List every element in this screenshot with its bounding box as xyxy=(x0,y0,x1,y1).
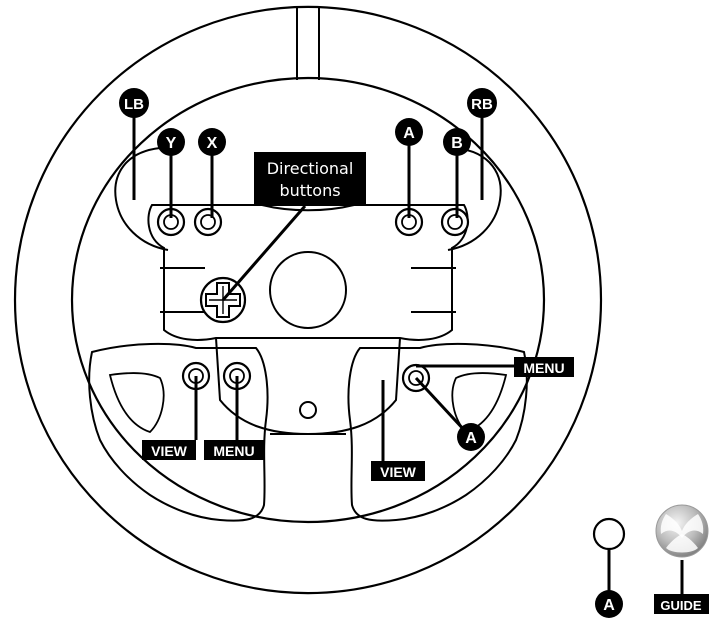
view-left-label: VIEW xyxy=(151,443,188,459)
base-a-button[interactable] xyxy=(592,517,626,551)
b-label: B xyxy=(451,135,463,152)
a-bottom-label: A xyxy=(603,597,615,614)
menu-right-label: MENU xyxy=(523,360,564,376)
lb-label: LB xyxy=(124,96,144,113)
top-center-marker xyxy=(296,8,320,80)
rb-label: RB xyxy=(471,96,493,113)
guide-label: GUIDE xyxy=(660,598,702,613)
left-grip-inner xyxy=(108,372,165,434)
hub-screw xyxy=(299,401,317,419)
menu-left-tag: MENU xyxy=(204,440,264,460)
a-right-label: A xyxy=(465,430,477,447)
a-right-badge: A xyxy=(457,423,485,451)
wheel-rim xyxy=(13,5,603,595)
a-top-badge: A xyxy=(395,118,423,146)
y-label: Y xyxy=(166,135,177,152)
rb-badge: RB xyxy=(467,88,497,118)
view-left-tag: VIEW xyxy=(142,440,196,460)
b-badge: B xyxy=(443,128,471,156)
lb-badge: LB xyxy=(119,88,149,118)
right-grip-inner xyxy=(451,372,508,434)
x-label: X xyxy=(207,135,218,152)
directional-label-line1: Directional xyxy=(267,159,354,178)
x-badge: X xyxy=(198,128,226,156)
x-button[interactable] xyxy=(193,207,223,237)
a-top-label: A xyxy=(403,125,415,142)
menu-left-label: MENU xyxy=(213,443,254,459)
b-button[interactable] xyxy=(440,207,470,237)
xbox-guide-icon[interactable] xyxy=(655,504,709,558)
directional-label-line2: buttons xyxy=(279,181,340,200)
left-lower-grip xyxy=(88,342,269,522)
view-right-label: VIEW xyxy=(380,464,417,480)
leader-lines xyxy=(132,112,684,598)
guide-tag: GUIDE xyxy=(654,594,709,614)
a-bottom-badge: A xyxy=(595,590,623,618)
y-badge: Y xyxy=(157,128,185,156)
right-lower-grip xyxy=(347,342,528,522)
directional-buttons-callout: Directional buttons xyxy=(254,152,366,206)
menu-right-tag: MENU xyxy=(514,357,574,377)
hub-center-circle xyxy=(269,251,347,329)
view-right-tag: VIEW xyxy=(371,461,425,481)
